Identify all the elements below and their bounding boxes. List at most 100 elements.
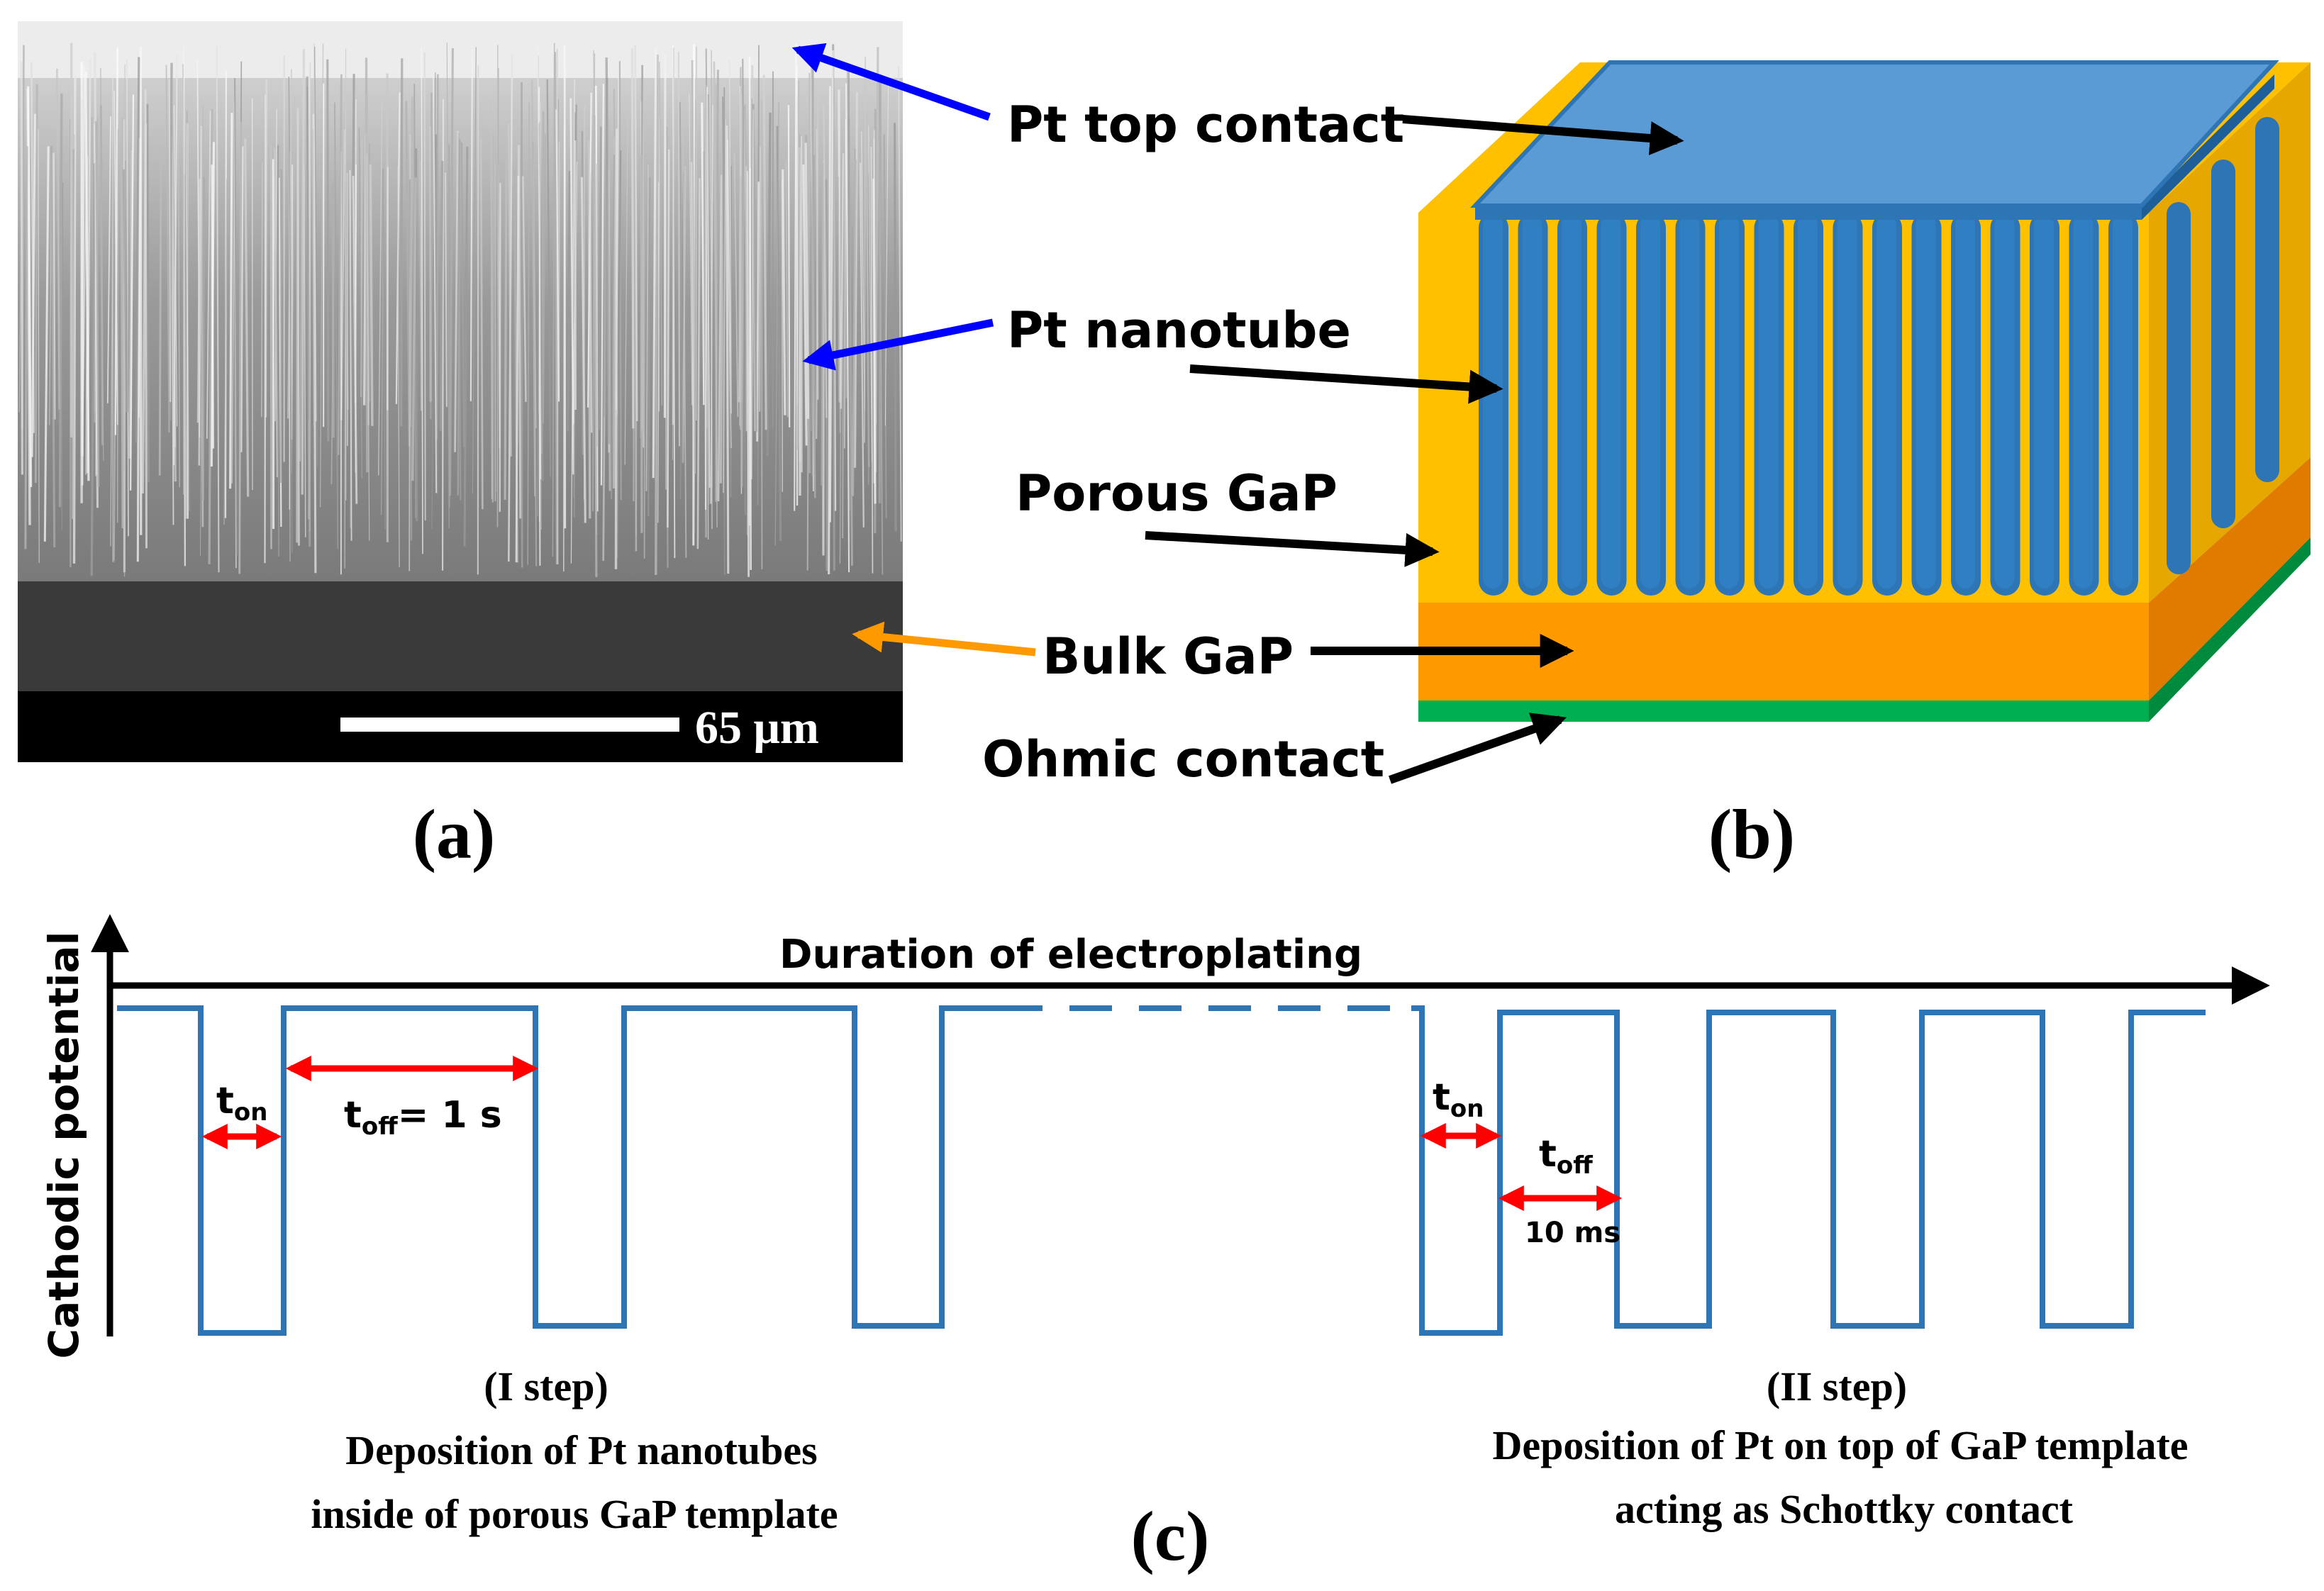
sem-streak xyxy=(804,143,810,419)
sem-streak xyxy=(469,48,474,401)
sem-streak xyxy=(433,60,438,493)
sem-streak xyxy=(30,113,36,457)
sem-streak xyxy=(411,177,417,481)
sem-streak xyxy=(645,164,649,491)
sem-streak xyxy=(120,164,124,529)
arrow-nanotube-to-sem xyxy=(802,318,994,371)
sem-streak xyxy=(200,105,204,557)
waveform-step1 xyxy=(117,1005,1000,1336)
sem-streak xyxy=(715,84,718,527)
front-nanotubes xyxy=(1479,213,2138,596)
sem-streak xyxy=(201,177,206,501)
sem-streak xyxy=(435,74,439,440)
sem-streak xyxy=(125,160,129,412)
sem-streak xyxy=(408,96,414,428)
sem-streak xyxy=(657,182,660,412)
sem-streak xyxy=(439,161,444,431)
sem-streak xyxy=(652,48,657,479)
sem-streak xyxy=(122,169,128,413)
sem-streak xyxy=(840,153,845,409)
sem-streak xyxy=(223,179,228,525)
ton-label-step2: ton xyxy=(1433,1076,1484,1123)
panel-c-label: (c) xyxy=(1131,1497,1210,1575)
sem-streak xyxy=(504,137,508,500)
sem-streak xyxy=(369,164,374,426)
sem-streak xyxy=(521,82,523,568)
sem-streak xyxy=(461,142,465,447)
side-nanotube xyxy=(2255,117,2279,482)
sem-streak xyxy=(745,166,748,432)
sem-streak xyxy=(532,141,538,566)
sem-streak xyxy=(113,91,118,425)
sem-streak xyxy=(522,176,527,402)
sem-streak xyxy=(173,55,178,466)
sem-streak xyxy=(600,84,605,486)
sem-streak xyxy=(296,108,300,546)
ton-label-step1: ton xyxy=(216,1080,267,1127)
waveform-step2 xyxy=(1411,1005,2206,1336)
step2-title: (II step) xyxy=(1767,1363,1907,1409)
panel-a-label: (a) xyxy=(413,795,496,873)
sem-streak xyxy=(472,47,477,494)
sem-streak xyxy=(774,102,779,546)
sem-streak xyxy=(580,177,586,523)
sem-streak xyxy=(244,138,250,497)
sem-streak xyxy=(419,160,423,411)
sem-streak xyxy=(816,89,819,440)
sem-streak xyxy=(20,61,23,475)
sem-streak xyxy=(508,123,512,457)
sem-streak xyxy=(52,152,56,420)
sem-streak xyxy=(314,47,318,467)
label-pt-top-contact: Pt top contact xyxy=(1007,96,1404,154)
sem-streak xyxy=(177,79,180,488)
sem-streak xyxy=(99,163,104,461)
sem-streak xyxy=(589,174,593,433)
sem-streak xyxy=(366,154,370,541)
sem-streak xyxy=(821,162,825,486)
pt-plate-right-edge xyxy=(2142,74,2274,220)
sem-streak xyxy=(144,89,148,549)
sem-streak xyxy=(872,178,877,504)
sem-streak xyxy=(655,54,659,576)
sem-streak xyxy=(682,118,687,558)
sem-streak xyxy=(748,56,752,570)
sem-streak xyxy=(240,146,244,452)
x-axis-label: Duration of electroplating xyxy=(779,932,1362,978)
label-porous-gap: Porous GaP xyxy=(1016,464,1338,523)
step2-desc-line2: acting as Schottky contact xyxy=(1615,1486,2074,1532)
sem-streak xyxy=(382,169,386,530)
front-nanotube-highlight xyxy=(1798,214,1818,588)
sem-streak xyxy=(868,125,872,462)
sem-streak xyxy=(445,172,447,407)
sem-streak xyxy=(706,86,711,488)
sem-streak xyxy=(614,128,618,569)
sem-streak xyxy=(397,166,400,567)
sem-streak xyxy=(431,72,436,530)
sem-streak xyxy=(34,84,38,484)
sem-streak xyxy=(72,74,77,564)
sem-streak xyxy=(618,61,622,501)
front-nanotube-highlight xyxy=(1679,214,1700,588)
sem-streak xyxy=(128,150,133,459)
sem-streak xyxy=(515,175,520,563)
sem-streak xyxy=(50,145,56,548)
sem-streak xyxy=(463,146,469,547)
sem-streak xyxy=(113,94,117,561)
sem-streak xyxy=(894,123,897,532)
sem-streak xyxy=(870,146,874,574)
sem-streak xyxy=(706,151,709,540)
sem-streak xyxy=(605,57,611,445)
side-nanotube xyxy=(2167,202,2191,574)
sem-streak xyxy=(679,171,684,500)
sem-streak xyxy=(554,52,558,564)
sem-streak xyxy=(312,129,316,427)
arrow-top-contact-to-sem xyxy=(791,43,991,121)
sem-streak xyxy=(421,47,423,554)
front-nanotube-highlight xyxy=(1877,214,1896,588)
sem-bulk-gap-region xyxy=(18,581,903,691)
sem-streak xyxy=(168,79,172,403)
toff-label-step1: toff= 1 s xyxy=(344,1094,502,1141)
sem-streak xyxy=(106,116,111,403)
sem-streak xyxy=(349,169,352,541)
